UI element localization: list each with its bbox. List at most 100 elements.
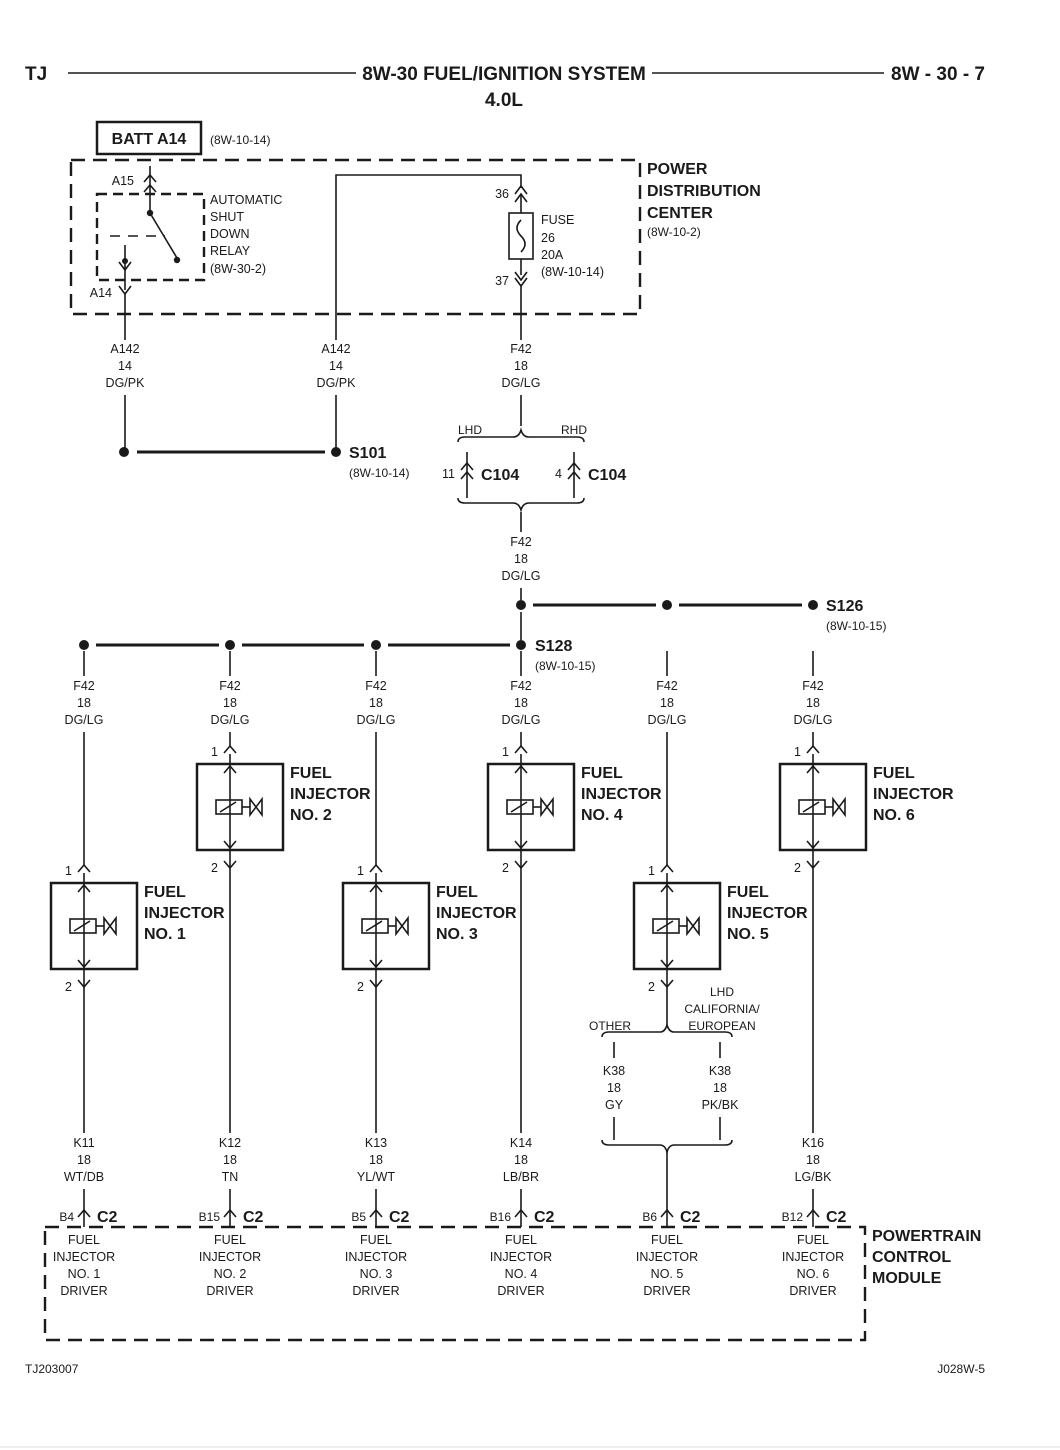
pcm-driver-label: DRIVER: [352, 1284, 399, 1298]
driver-gauge: 18: [223, 1153, 237, 1167]
injector-pin-in: 1: [211, 745, 218, 759]
injector-label-2: INJECTOR: [873, 786, 954, 803]
s101-ref: (8W-10-14): [349, 466, 409, 480]
fuse-label-3: 20A: [541, 248, 564, 262]
k38-lhd-2: CALIFORNIA/: [684, 1002, 760, 1016]
pcm-driver-label: FUEL: [651, 1233, 683, 1247]
wire-f42-top: F42 18 DG/LG: [502, 342, 541, 390]
pcm-driver-label: NO. 6: [797, 1267, 830, 1281]
svg-text:DG/PK: DG/PK: [317, 376, 357, 390]
svg-text:A142: A142: [110, 342, 139, 356]
injector-label-3: NO. 4: [581, 807, 623, 824]
fuel-injector-5: [632, 873, 722, 979]
svg-text:18: 18: [607, 1081, 621, 1095]
injector-label-2: INJECTOR: [144, 905, 225, 922]
valve-icon: [540, 796, 554, 818]
splice-s126: S126 (8W-10-15): [516, 598, 886, 633]
driver-color: WT/DB: [64, 1170, 104, 1184]
relay-outline: [95, 192, 206, 282]
branch-circuit: F42: [219, 679, 241, 693]
pcm-pin: B12: [782, 1210, 804, 1224]
fuse-label-2: 26: [541, 231, 555, 245]
driver-circuit: K11: [73, 1136, 94, 1150]
wire-a142-1: A142 14 DG/PK: [106, 342, 146, 390]
pcm-driver-label: DRIVER: [643, 1284, 690, 1298]
injector-label-3: NO. 3: [436, 926, 478, 943]
pcm-pin: B6: [642, 1210, 657, 1224]
pdc-ref: (8W-10-2): [647, 225, 701, 239]
injector-label-2: INJECTOR: [727, 905, 808, 922]
injector-pin-in: 1: [794, 745, 801, 759]
wire-mid-color: DG/LG: [502, 569, 541, 583]
fuel-injector-4: [486, 754, 576, 860]
branch-color: DG/LG: [794, 713, 833, 727]
branch-circuit: F42: [510, 679, 532, 693]
relay-label-4: RELAY: [210, 244, 251, 258]
injector-pin-in: 1: [502, 745, 509, 759]
pcm-name-2: CONTROL: [872, 1249, 951, 1266]
pcm-driver-label: FUEL: [68, 1233, 100, 1247]
injector-pin-in: 1: [648, 864, 655, 878]
pcm-driver-label: NO. 1: [68, 1267, 101, 1281]
s126-ref: (8W-10-15): [826, 619, 886, 633]
pcm-driver-label: FUEL: [360, 1233, 392, 1247]
k38-other: OTHER: [589, 1019, 631, 1033]
top-wires: A142 14 DG/PK A142 14 DG/PK F42 18 DG/LG: [106, 286, 541, 452]
branch-gauge: 18: [806, 696, 820, 710]
pcm-driver-label: NO. 3: [360, 1267, 393, 1281]
wire-mid-circuit: F42: [510, 535, 532, 549]
s126-label: S126: [826, 598, 863, 615]
svg-text:K38: K38: [709, 1064, 731, 1078]
branch-gauge: 18: [514, 696, 528, 710]
s101-label: S101: [349, 445, 386, 462]
c104-rhd: RHD: [561, 423, 587, 437]
svg-text:PK/BK: PK/BK: [702, 1098, 739, 1112]
relay-bottom-pin: A14: [90, 286, 112, 300]
branch-color: DG/LG: [65, 713, 104, 727]
footer: TJ203007 J028W-5: [0, 1362, 1060, 1448]
injector-pin-out: 2: [648, 980, 655, 994]
pdc-name-1: POWER: [647, 161, 708, 178]
page-title: 8W-30 FUEL/IGNITION SYSTEM: [362, 64, 646, 85]
pcm-driver-label: DRIVER: [60, 1284, 107, 1298]
pcm-driver-label: NO. 2: [214, 1267, 247, 1281]
pcm-driver-label: DRIVER: [206, 1284, 253, 1298]
pcm-pin: B16: [490, 1210, 512, 1224]
pcm-connector-c2: C2: [97, 1209, 118, 1226]
powertrain-control-module: POWERTRAIN CONTROL MODULE: [43, 1225, 981, 1342]
branch-circuit: F42: [73, 679, 95, 693]
header: TJ 8W-30 FUEL/IGNITION SYSTEM 8W - 30 - …: [25, 64, 985, 111]
fuel-injector-2: [195, 754, 285, 860]
driver-color: YL/WT: [357, 1170, 396, 1184]
connector-c104: LHD RHD 11 C104 4 C104 F42 18 DG/LG: [442, 423, 626, 600]
svg-text:A142: A142: [321, 342, 350, 356]
pcm-driver-label: DRIVER: [497, 1284, 544, 1298]
relay-ref: (8W-30-2): [210, 262, 266, 276]
svg-text:18: 18: [514, 359, 528, 373]
branch-circuit: F42: [656, 679, 678, 693]
injector-label-1: FUEL: [727, 884, 769, 901]
wire-a142-2: A142 14 DG/PK: [317, 342, 357, 390]
svg-text:K38: K38: [603, 1064, 625, 1078]
svg-text:F42: F42: [510, 342, 532, 356]
driver-gauge: 18: [369, 1153, 383, 1167]
c104-lhd: LHD: [458, 423, 482, 437]
branch-circuit: F42: [802, 679, 824, 693]
pcm-driver-label: DRIVER: [789, 1284, 836, 1298]
fuel-injector-3: [341, 873, 431, 979]
svg-text:GY: GY: [605, 1098, 624, 1112]
batt-box: [95, 120, 203, 156]
pcm-connector-c2: C2: [389, 1209, 410, 1226]
injector-pin-out: 2: [794, 861, 801, 875]
driver-circuit: K12: [219, 1136, 241, 1150]
s128-ref: (8W-10-15): [535, 659, 595, 673]
relay-top-pin: A15: [112, 174, 134, 188]
valve-icon: [832, 796, 846, 818]
c104-right-pin: 4: [555, 467, 562, 481]
branch-gauge: 18: [369, 696, 383, 710]
injector-pin-in: 1: [357, 864, 364, 878]
pcm-connector-c2: C2: [534, 1209, 555, 1226]
